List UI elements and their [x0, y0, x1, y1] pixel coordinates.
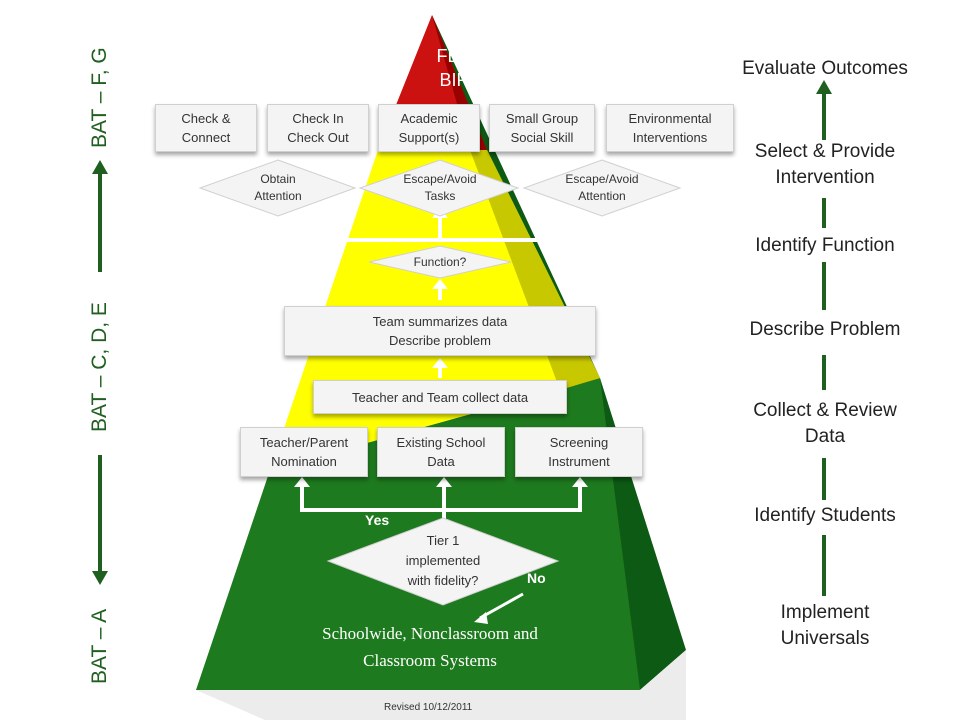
yes-label: Yes [365, 512, 390, 528]
no-arrowhead [474, 612, 488, 624]
step-identify-students: Identify Students [754, 505, 896, 526]
step-arrowhead [816, 80, 832, 94]
bat-arrowhead-down [92, 571, 108, 585]
apex-line-1: FBA [436, 46, 472, 66]
box-screening-instrument[interactable]: Screening Instrument [515, 427, 643, 477]
no-label: No [527, 570, 546, 586]
box-check-connect[interactable]: Check & Connect [155, 104, 257, 152]
diamond-function-question[interactable]: Function? [413, 254, 467, 269]
step-select-provide-intervention: Select & Provide Intervention [754, 141, 896, 188]
step-collect-review-data: Collect & Review Data [753, 400, 897, 447]
bat-arrowhead-up [92, 160, 108, 174]
arrowheads [268, 208, 612, 487]
diamond-obtain-attention[interactable]: Obtain Attention [254, 172, 302, 203]
bat-label-bottom: BAT – A [88, 608, 111, 684]
base-line-2: Classroom Systems [363, 651, 497, 670]
connector-lines [274, 214, 606, 520]
box-team-summarizes[interactable]: Team summarizes data Describe problem [284, 306, 596, 356]
bat-label-middle: BAT – C, D, E [88, 302, 111, 432]
box-collect-data[interactable]: Teacher and Team collect data [313, 380, 567, 414]
step-evaluate-outcomes: Evaluate Outcomes [742, 58, 908, 79]
box-environmental-interventions[interactable]: Environmental Interventions [606, 104, 734, 152]
diamond-shapes [198, 159, 682, 606]
box-small-group-social-skill[interactable]: Small Group Social Skill [489, 104, 595, 152]
box-check-in-check-out[interactable]: Check In Check Out [267, 104, 369, 152]
no-arrow [479, 592, 524, 620]
base-systems-label: Schoolwide, Nonclassroom and Classroom S… [270, 620, 590, 674]
step-identify-function: Identify Function [755, 235, 895, 256]
apex-label: FBA BIP [412, 44, 496, 92]
step-implement-universals: Implement Universals [780, 602, 870, 649]
box-existing-school-data[interactable]: Existing School Data [377, 427, 505, 477]
box-academic-supports[interactable]: Academic Support(s) [378, 104, 480, 152]
diamond-escape-avoid-attention[interactable]: Escape/Avoid Attention [565, 172, 639, 203]
box-teacher-parent-nomination[interactable]: Teacher/Parent Nomination [240, 427, 368, 477]
diamond-tier1-fidelity[interactable]: Tier 1 implemented with fidelity? [405, 533, 481, 588]
pyramid-base-shadow [196, 650, 686, 720]
apex-line-2: BIP [439, 70, 469, 90]
base-line-1: Schoolwide, Nonclassroom and [322, 624, 538, 643]
step-describe-problem: Describe Problem [749, 319, 901, 340]
diamond-escape-avoid-tasks[interactable]: Escape/Avoid Tasks [403, 172, 477, 203]
bat-label-top: BAT – F, G [88, 47, 111, 148]
revised-date: Revised 10/12/2011 [384, 702, 473, 713]
